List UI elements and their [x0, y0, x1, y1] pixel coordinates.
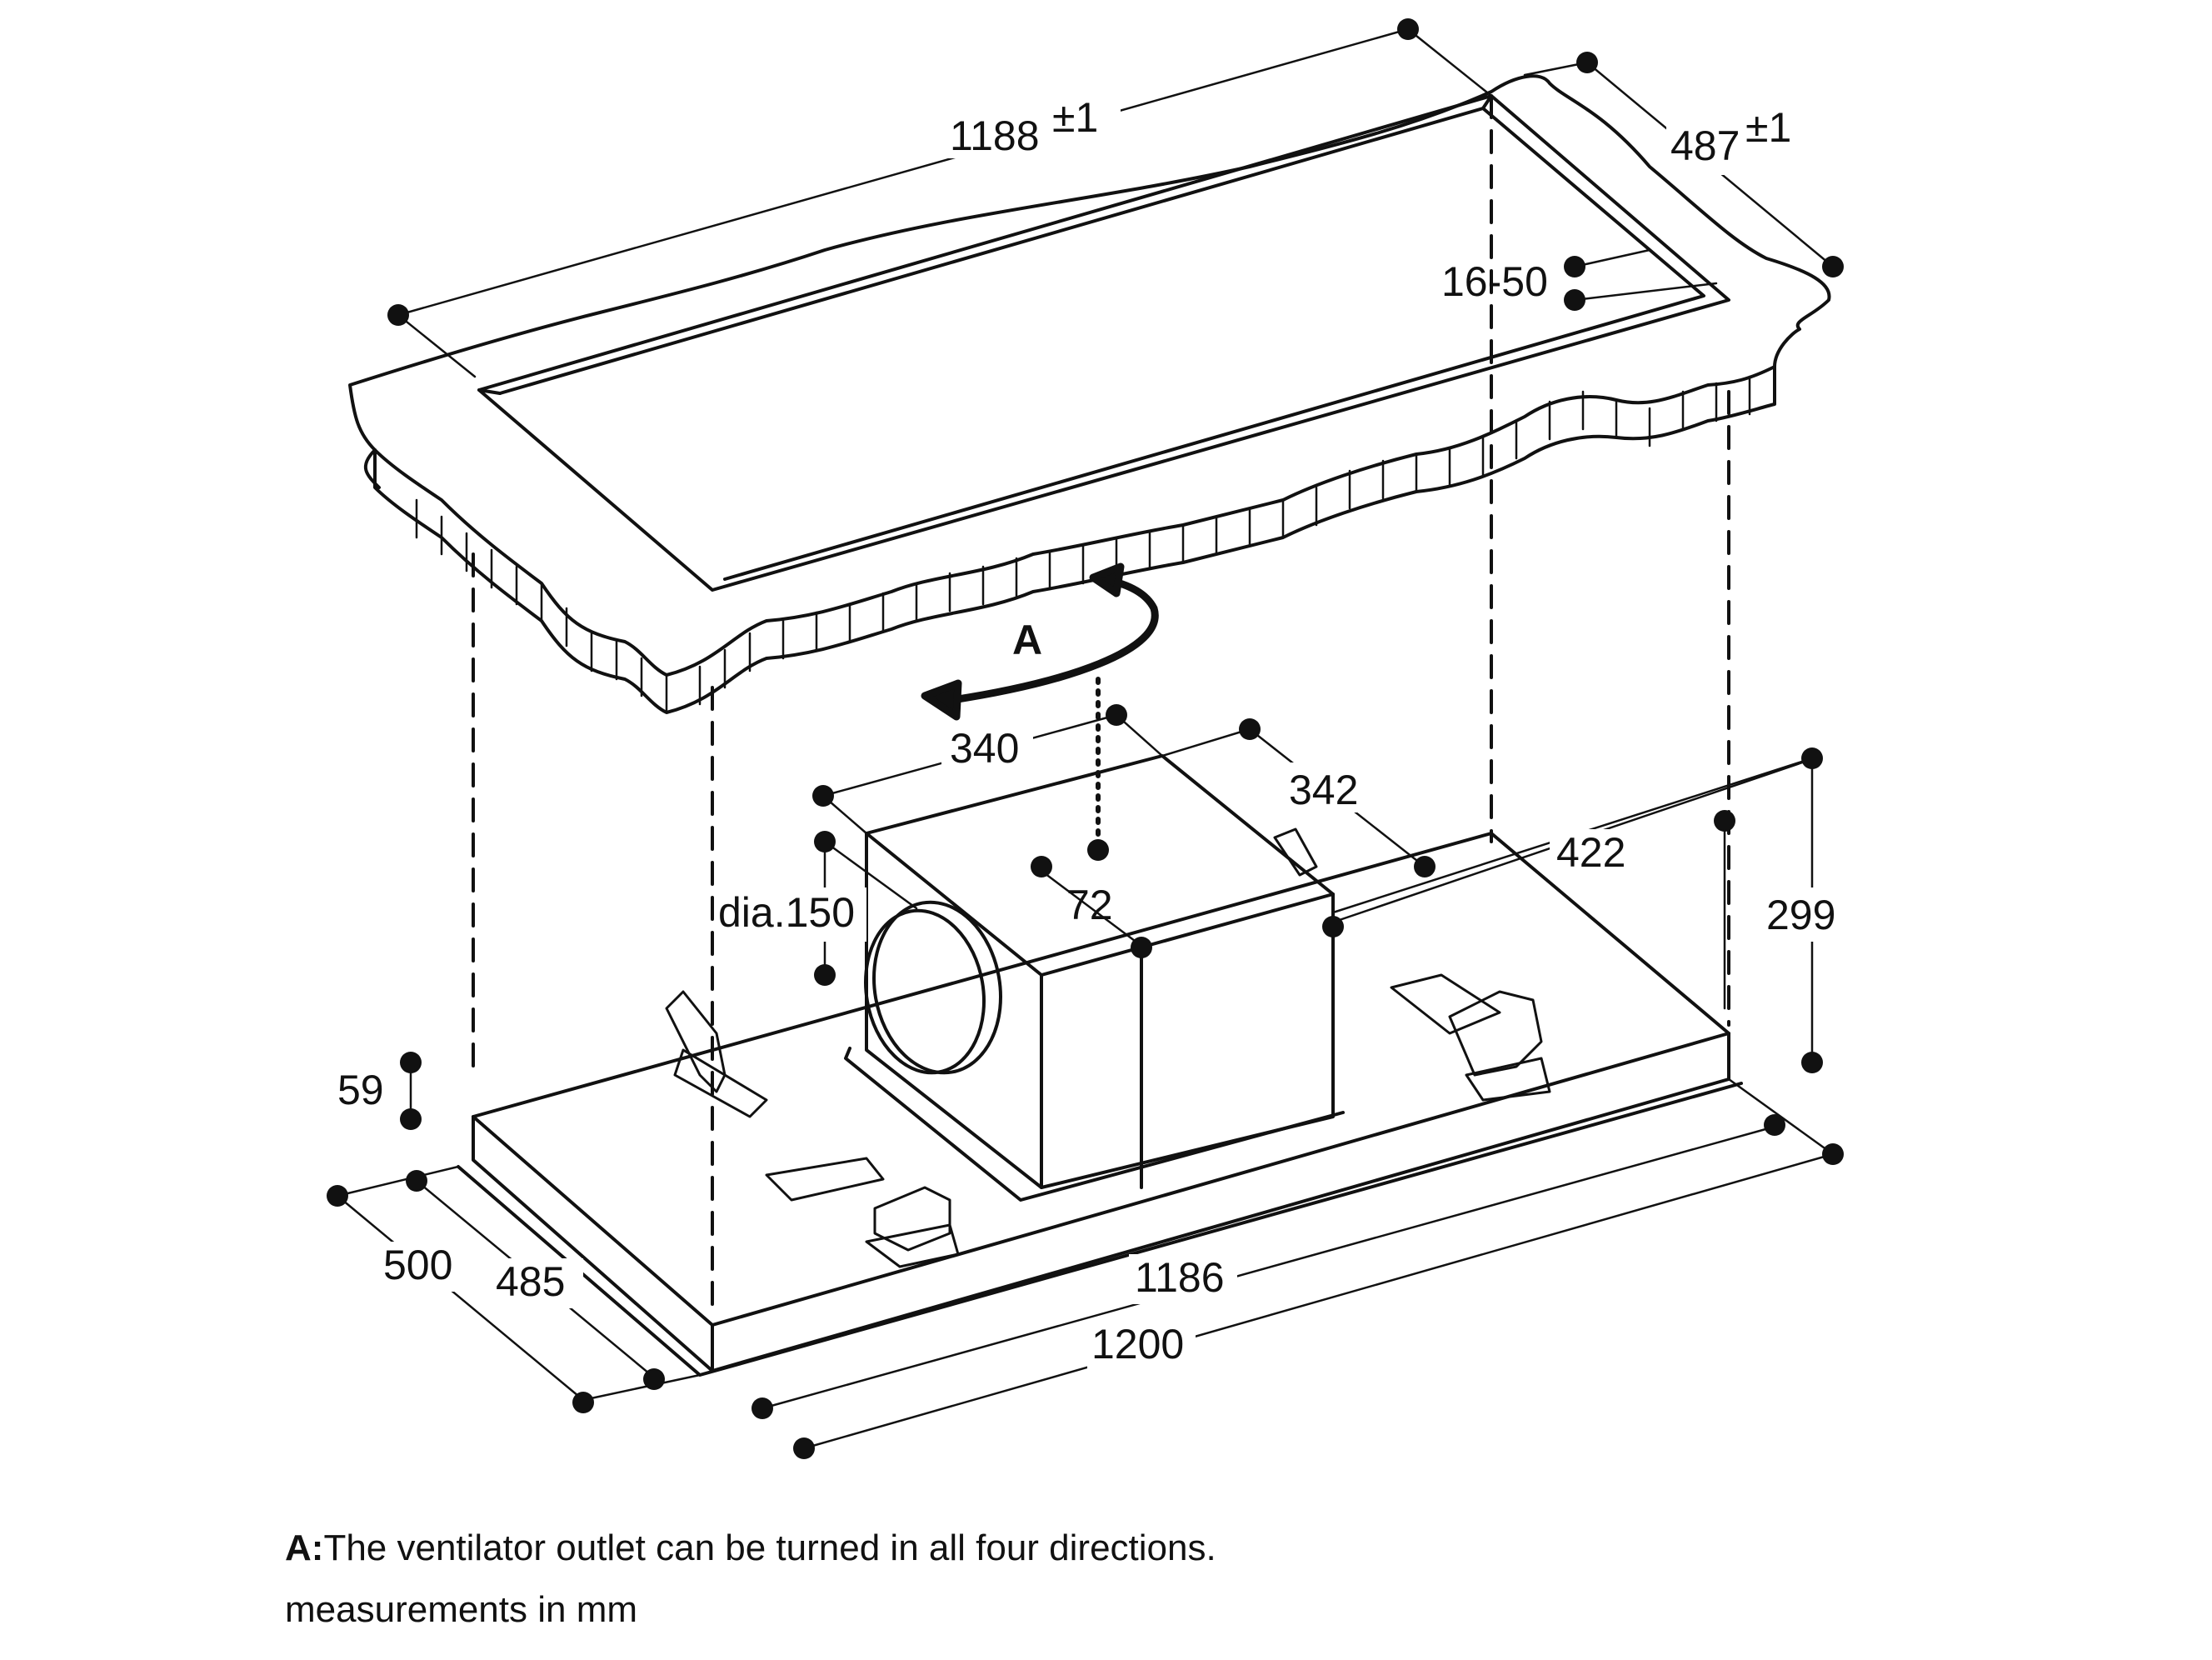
- rotation-label: A: [1012, 617, 1042, 663]
- dim-cutout-length-tolerance: ±1: [1052, 94, 1098, 141]
- dim-outer-length: 1200: [1091, 1321, 1184, 1368]
- projection-lines: [472, 94, 1730, 1310]
- rotation-arrow: [921, 562, 1159, 721]
- dimension-lines: [336, 28, 1835, 1450]
- dim-outlet-offset: 72: [1066, 882, 1113, 928]
- dim-motor-width: 340: [950, 725, 1019, 772]
- dim-worktop-thickness: 16-50: [1441, 258, 1548, 305]
- dim-outer-depth: 500: [383, 1242, 452, 1288]
- mounting-brackets: [665, 828, 1551, 1268]
- dim-total-height: 299: [1766, 892, 1835, 938]
- dim-outlet-diameter: dia.150: [718, 889, 855, 936]
- dim-motor-offset: 422: [1556, 829, 1625, 876]
- caption-note: A:The ventilator outlet can be turned in…: [285, 1527, 1216, 1571]
- dimension-dots: [327, 18, 1844, 1459]
- dim-cutout-length: 1188: [950, 112, 1040, 159]
- caption-text: The ventilator outlet can be turned in a…: [323, 1528, 1216, 1568]
- dim-frame-height: 59: [337, 1067, 384, 1113]
- dim-cutout-width-tolerance: ±1: [1745, 104, 1791, 151]
- motor-box: [844, 754, 1345, 1202]
- dim-cutout-width: 487: [1670, 122, 1740, 169]
- caption-units: measurements in mm: [285, 1589, 638, 1630]
- worktop: [348, 74, 1831, 714]
- dim-motor-depth: 342: [1289, 767, 1358, 813]
- caption-label: A:: [285, 1528, 324, 1568]
- dim-inner-length: 1186: [1135, 1254, 1225, 1301]
- dim-inner-depth: 485: [496, 1258, 565, 1305]
